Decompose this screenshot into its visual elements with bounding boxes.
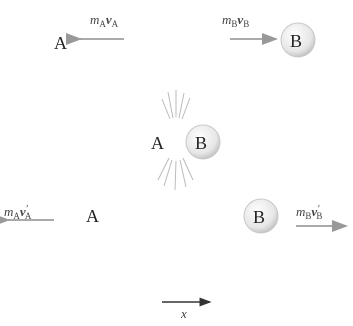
impact-lines-bottom xyxy=(157,157,194,191)
x-axis-label: x xyxy=(180,306,187,321)
ball-b-circle-after xyxy=(243,198,279,234)
ball-a-collision: A xyxy=(151,133,164,153)
ball-b-before: B xyxy=(290,31,302,51)
ball-a-before: A xyxy=(54,33,67,53)
impact-lines-top xyxy=(161,90,191,120)
ball-b-circle-before xyxy=(280,22,316,58)
collision-moment: A B xyxy=(151,90,221,191)
ball-b-collision: B xyxy=(195,133,207,153)
momentum-a-label-before: mAvA xyxy=(90,12,119,29)
momentum-b-label-after: mBv′B xyxy=(296,204,322,221)
after-collision: mAv′A A B mBv′B xyxy=(0,198,348,234)
ball-a-after: A xyxy=(86,206,99,226)
momentum-a-label-after: mAv′A xyxy=(4,204,32,221)
x-axis-indicator: x xyxy=(162,297,212,321)
ball-b-circle-collision xyxy=(185,124,221,160)
before-collision: A mAvA mBvB B xyxy=(54,12,316,58)
momentum-b-label-before: mBvB xyxy=(222,12,249,29)
ball-b-after: B xyxy=(253,207,265,227)
